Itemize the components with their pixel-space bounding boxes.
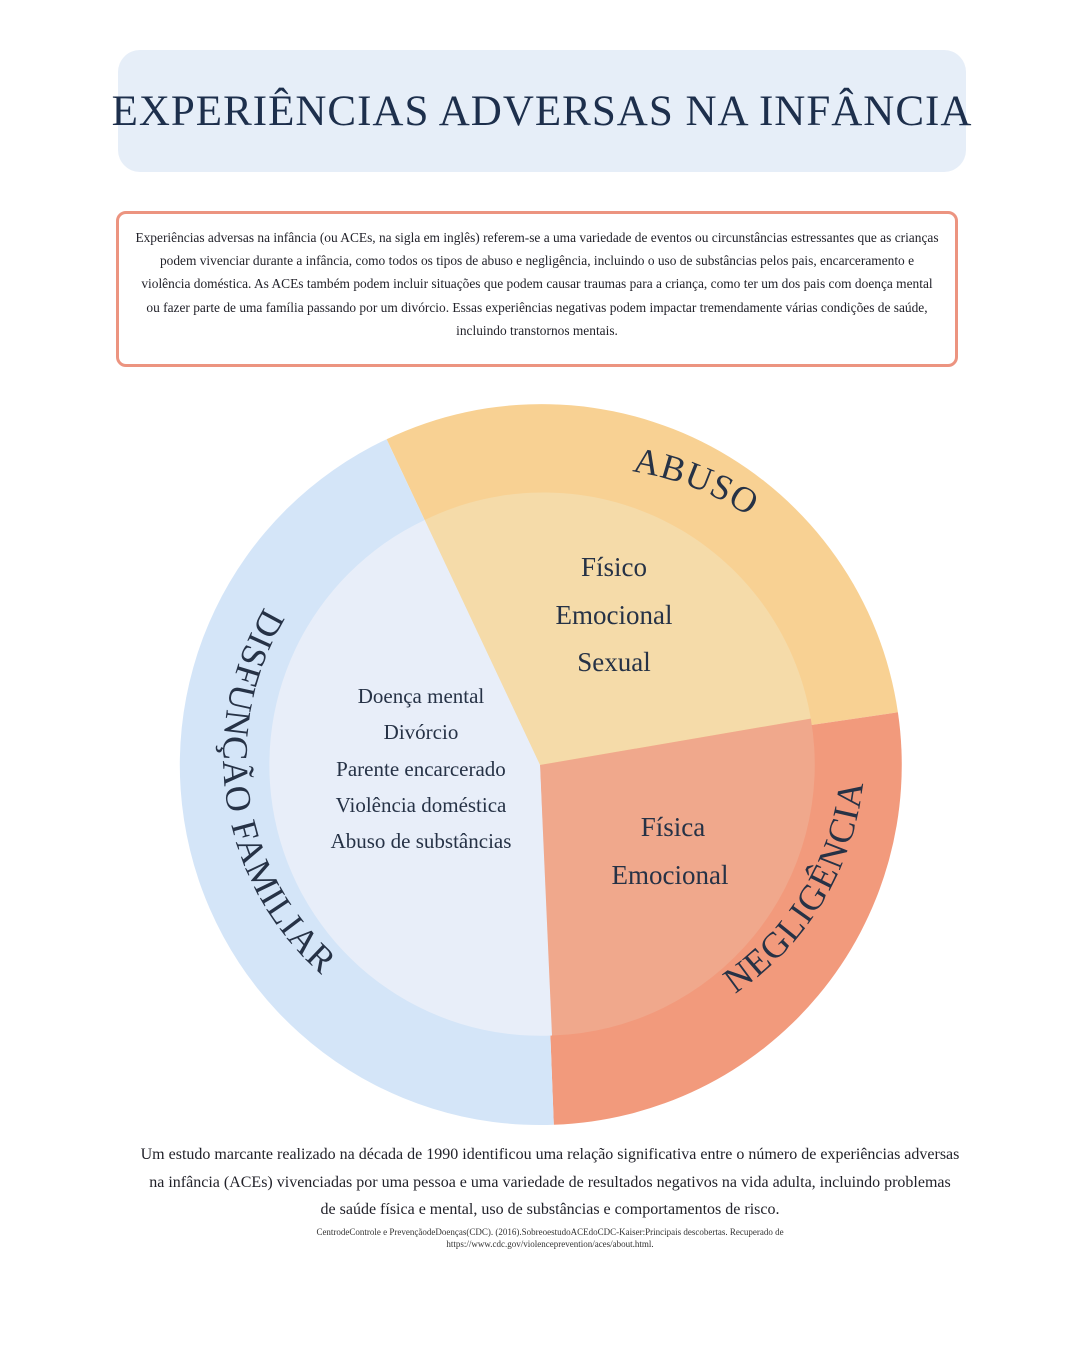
intro-box: Experiências adversas na infância (ou AC… bbox=[116, 211, 958, 367]
abuso-item-fisico: Físico bbox=[581, 552, 647, 582]
intro-text: Experiências adversas na infância (ou AC… bbox=[135, 230, 939, 338]
disfuncao-item-violencia-domestica: Violência doméstica bbox=[336, 793, 507, 817]
disfuncao-item-parente-encarcerado: Parente encarcerado bbox=[336, 757, 506, 781]
reference-text: CentrodeControle e PrevençãodeDoenças(CD… bbox=[316, 1226, 784, 1249]
abuso-item-emocional: Emocional bbox=[556, 600, 673, 630]
footer: Um estudo marcante realizado na década d… bbox=[140, 1141, 960, 1250]
disfuncao-item-abuso-substancias: Abuso de substâncias bbox=[331, 829, 512, 853]
study-text: Um estudo marcante realizado na década d… bbox=[140, 1146, 960, 1218]
negligencia-item-fisica: Física bbox=[641, 812, 706, 842]
inner-sector-negligencia bbox=[540, 718, 815, 1036]
inner-sector-disfuncao bbox=[269, 520, 552, 1036]
negligencia-item-emocional: Emocional bbox=[612, 860, 729, 890]
title-banner: EXPERIÊNCIAS ADVERSAS NA INFÂNCIA bbox=[112, 50, 971, 172]
disfuncao-item-doenca-mental: Doença mental bbox=[358, 684, 485, 708]
disfuncao-item-divorcio: Divórcio bbox=[384, 720, 459, 744]
inner-sector-abuso bbox=[424, 492, 811, 765]
page-title: EXPERIÊNCIAS ADVERSAS NA INFÂNCIA bbox=[111, 87, 973, 135]
abuso-item-sexual: Sexual bbox=[577, 647, 651, 677]
